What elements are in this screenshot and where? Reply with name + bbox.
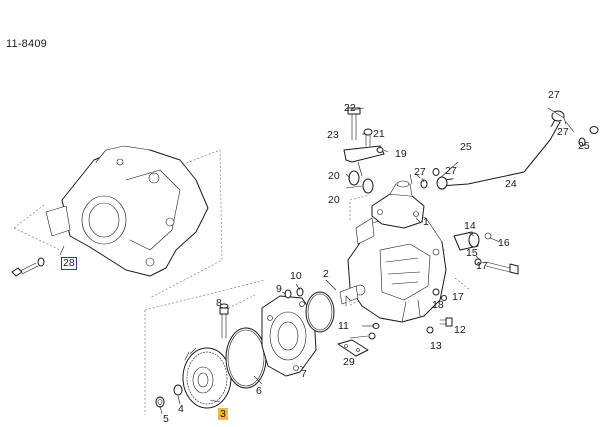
callout-20-lower[interactable]: 20: [328, 194, 340, 206]
o-ring: [225, 327, 267, 389]
callout-17-upper[interactable]: 17: [476, 260, 488, 272]
callout-21[interactable]: 21: [373, 128, 385, 140]
callout-18[interactable]: 18: [432, 299, 444, 311]
callout-13[interactable]: 13: [430, 340, 442, 352]
callout-15[interactable]: 15: [466, 247, 478, 259]
pump-top-cover: [355, 180, 425, 245]
callout-29[interactable]: 29: [343, 356, 355, 368]
upper-bracket-assembly: [343, 107, 385, 194]
banjo-washers: [415, 121, 599, 189]
callout-28[interactable]: 28: [61, 257, 77, 270]
callout-27-left[interactable]: 27: [414, 166, 426, 178]
timing-case-housing: [45, 145, 209, 277]
callout-23[interactable]: 23: [327, 129, 339, 141]
drive-gear: [182, 347, 232, 409]
callout-12[interactable]: 12: [454, 324, 466, 336]
callout-8[interactable]: 8: [216, 297, 222, 309]
callout-7[interactable]: 7: [301, 368, 307, 380]
washers-items-9-10: [284, 287, 304, 299]
callout-20-upper[interactable]: 20: [328, 170, 340, 182]
callout-17-lower[interactable]: 17: [452, 291, 464, 303]
injection-pump-body: [339, 213, 447, 323]
rear-bracket: [337, 323, 380, 357]
timing-case-bolt: [11, 245, 65, 277]
callout-27-top[interactable]: 27: [548, 89, 560, 101]
callout-14[interactable]: 14: [464, 220, 476, 232]
side-bolts: [426, 258, 519, 334]
callout-9[interactable]: 9: [276, 283, 282, 295]
callout-27-pipe[interactable]: 27: [445, 165, 457, 177]
callout-3[interactable]: 3: [218, 408, 228, 420]
diagram-reference-number: 11-8409: [6, 38, 47, 50]
callout-25-left[interactable]: 25: [460, 141, 472, 153]
flange-gasket: [305, 291, 335, 333]
callout-4[interactable]: 4: [178, 403, 184, 415]
callout-5[interactable]: 5: [163, 413, 169, 425]
callout-6[interactable]: 6: [256, 385, 262, 397]
callout-10[interactable]: 10: [290, 270, 302, 282]
callout-22[interactable]: 22: [344, 102, 356, 114]
callout-leaders: [159, 107, 501, 415]
solenoid-fitting: [453, 231, 492, 251]
callout-1[interactable]: 1: [423, 216, 429, 228]
mounting-flange: [261, 295, 317, 377]
callout-16[interactable]: 16: [498, 237, 510, 249]
callout-2[interactable]: 2: [323, 268, 329, 280]
callout-27-right[interactable]: 27: [557, 126, 569, 138]
callout-25-right[interactable]: 25: [578, 140, 590, 152]
flange-bolt: [219, 303, 229, 339]
callout-11[interactable]: 11: [338, 320, 349, 332]
fuel-return-pipe: [436, 107, 567, 190]
callout-24[interactable]: 24: [505, 178, 517, 190]
callout-19[interactable]: 19: [395, 148, 407, 160]
